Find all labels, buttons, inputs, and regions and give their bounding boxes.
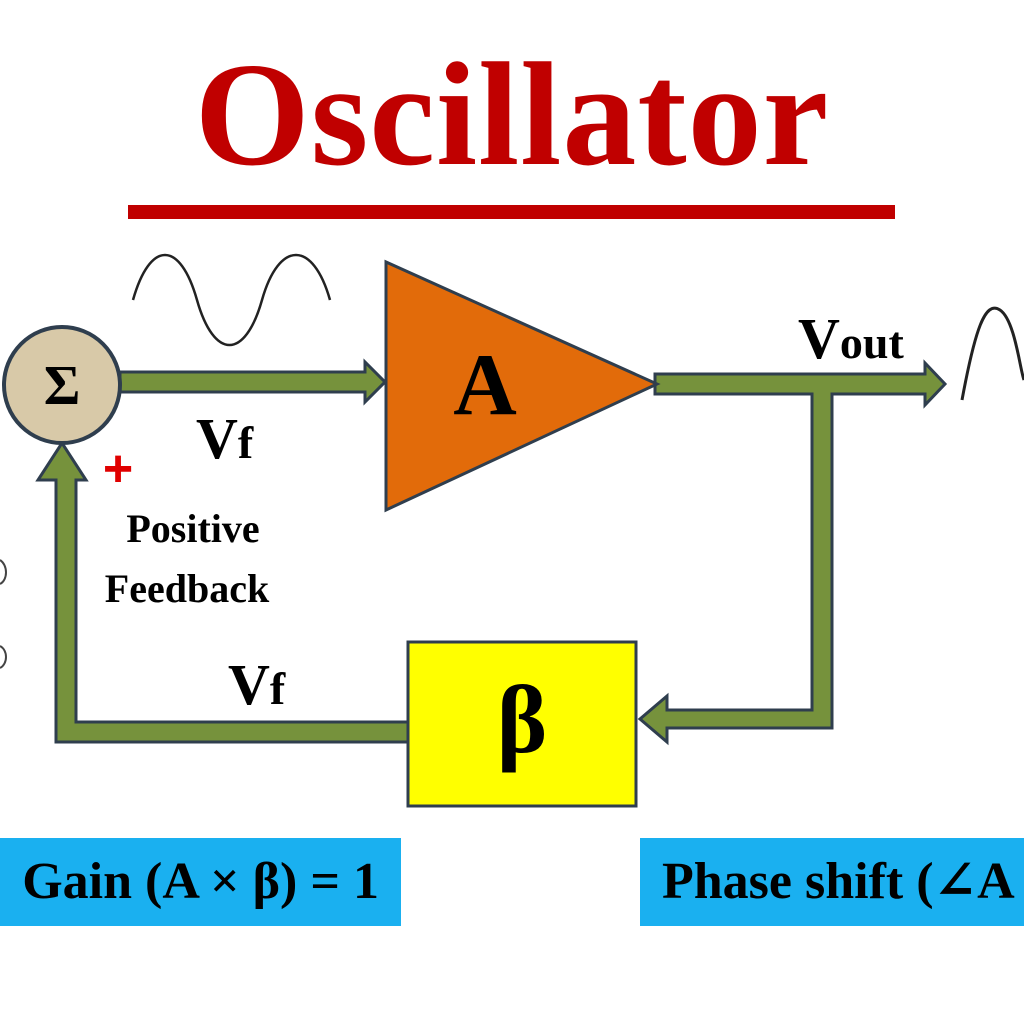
return-arrow <box>35 440 412 744</box>
input-sine-wave <box>131 254 332 346</box>
beta-label: β <box>497 666 548 773</box>
phase-condition-text: Phase shift (∠A <box>662 853 1015 910</box>
page-title: Oscillator <box>194 33 830 197</box>
positive-label: Positive <box>126 506 259 551</box>
amplifier-triangle <box>384 259 661 513</box>
summing-junction <box>2 325 122 445</box>
plus-sign: + <box>103 440 133 498</box>
vout-label: Vout <box>798 306 904 371</box>
feedback-label: Feedback <box>105 566 270 611</box>
amplifier-label: A <box>453 337 517 434</box>
phase-condition-box: Phase shift (∠A <box>640 838 1024 926</box>
beta-box <box>406 640 638 808</box>
vf-feedback-label: Vf <box>228 652 286 717</box>
left-edge-wave-mark-2 <box>0 645 7 669</box>
title-underline <box>128 205 895 219</box>
sigma-symbol: Σ <box>44 355 81 417</box>
gain-condition-box: Gain (A × β) = 1 <box>0 838 401 926</box>
gain-condition-text: Gain (A × β) = 1 <box>22 853 379 910</box>
output-feedback-path <box>637 359 948 746</box>
left-edge-wave-mark-1 <box>0 559 7 585</box>
forward-arrow <box>118 358 388 406</box>
vf-forward-label: Vf <box>196 406 254 471</box>
output-wave <box>960 306 1024 401</box>
